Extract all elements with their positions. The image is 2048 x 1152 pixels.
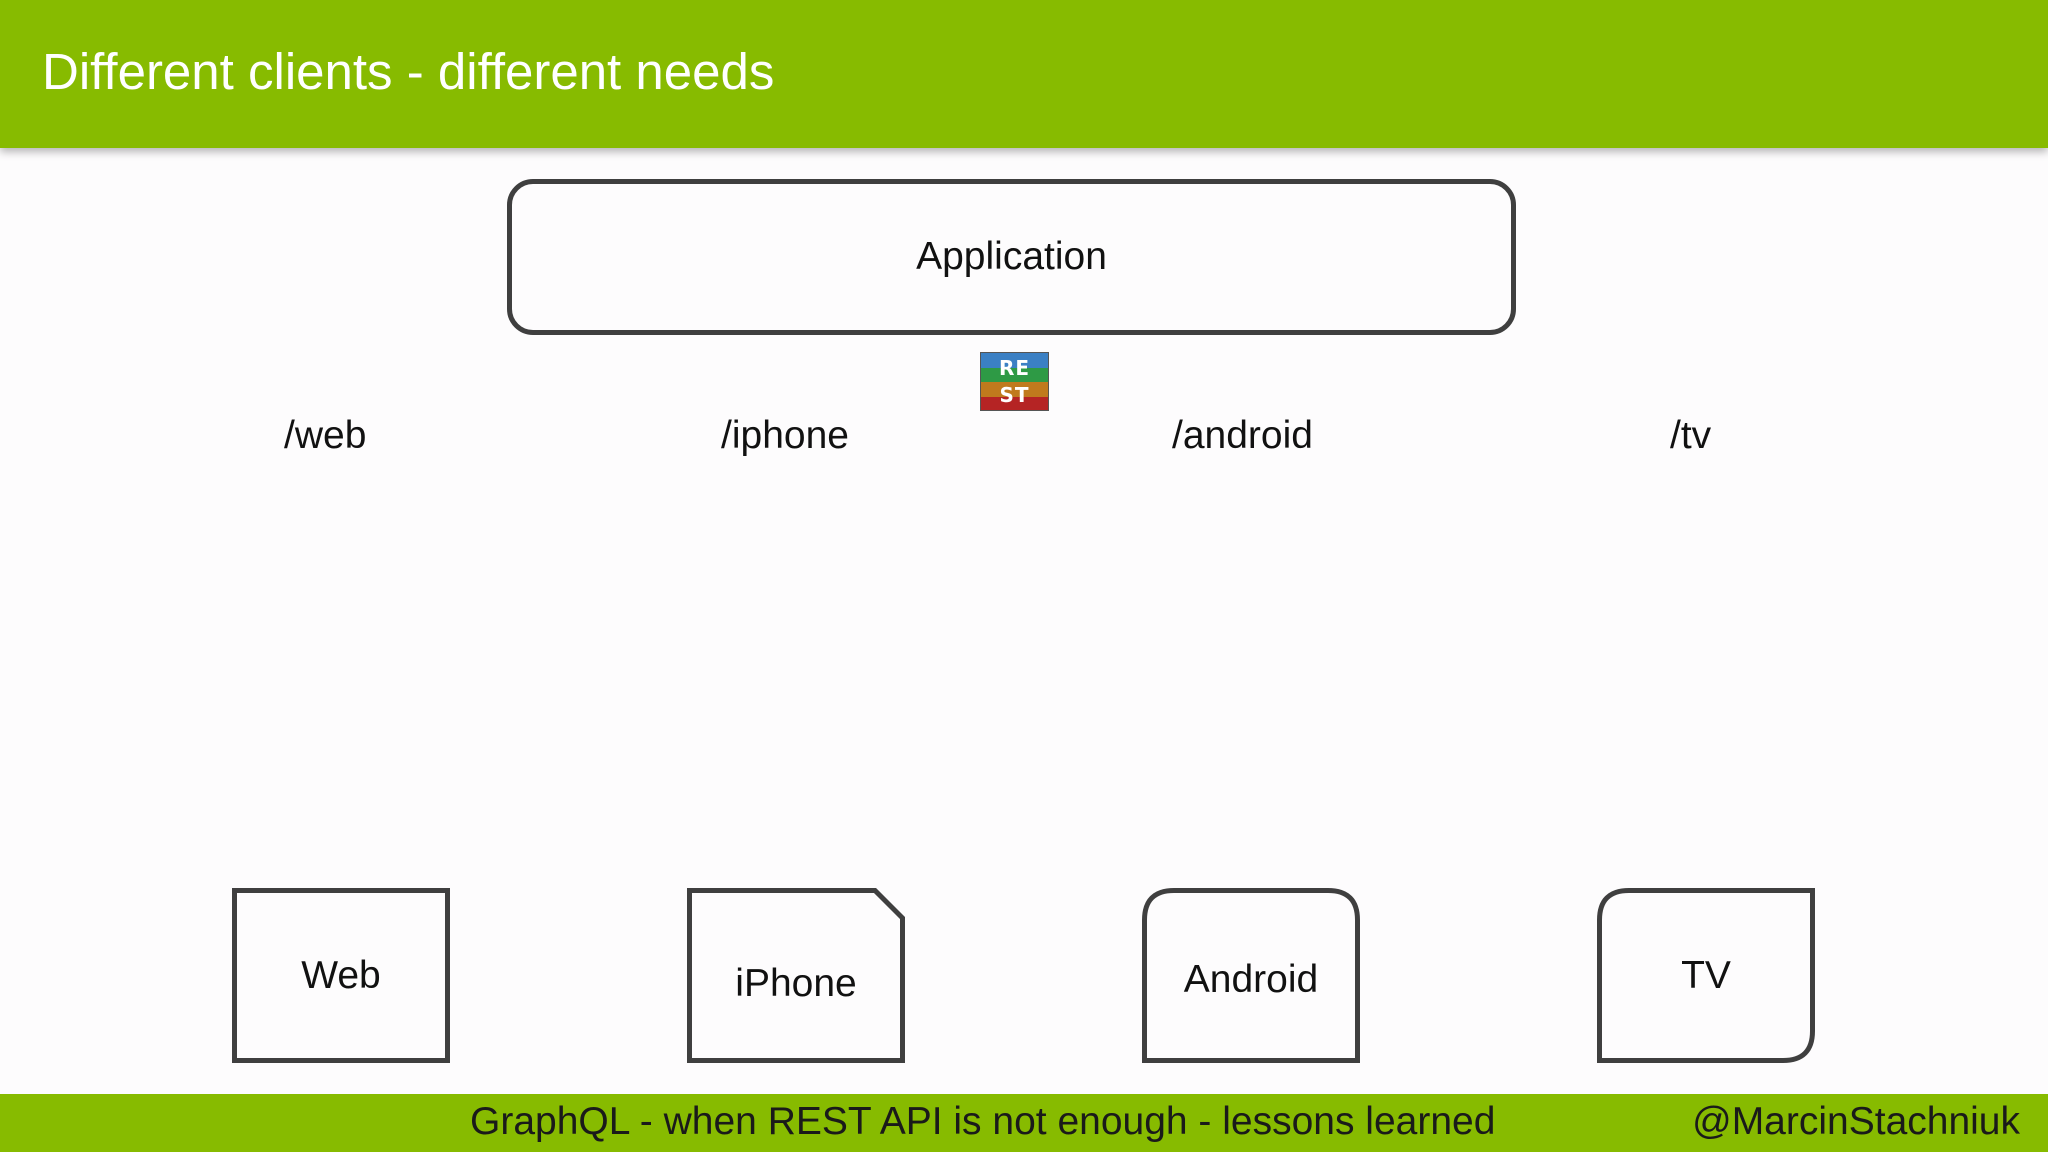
client-web-label: Web [301, 953, 381, 997]
application-box: Application [507, 179, 1516, 335]
endpoint-tv: /tv [1670, 414, 1712, 457]
endpoint-web: /web [284, 414, 367, 457]
client-iphone-box: iPhone [687, 888, 905, 1063]
author-handle: @MarcinStachniuk [1692, 1100, 2020, 1143]
client-android-label: Android [1183, 957, 1319, 1001]
rest-logo-icon: RE ST [980, 352, 1049, 411]
endpoint-android: /android [1172, 414, 1313, 457]
slide-footer: GraphQL - when REST API is not enough - … [0, 1094, 2048, 1152]
client-iphone-label: iPhone [735, 961, 857, 1005]
slide-header: Different clients - different needs [0, 0, 2048, 148]
rest-logo-line1: RE [998, 356, 1031, 380]
client-android-box: Android [1142, 888, 1360, 1063]
application-label: Application [916, 235, 1107, 278]
client-tv-box: TV [1597, 888, 1815, 1063]
client-tv-label: TV [1681, 953, 1731, 997]
endpoint-iphone: /iphone [721, 414, 849, 457]
rest-logo-line2: ST [999, 383, 1030, 407]
slide-title: Different clients - different needs [42, 43, 775, 100]
client-web-box: Web [232, 888, 450, 1063]
talk-title: GraphQL - when REST API is not enough - … [470, 1100, 1496, 1143]
